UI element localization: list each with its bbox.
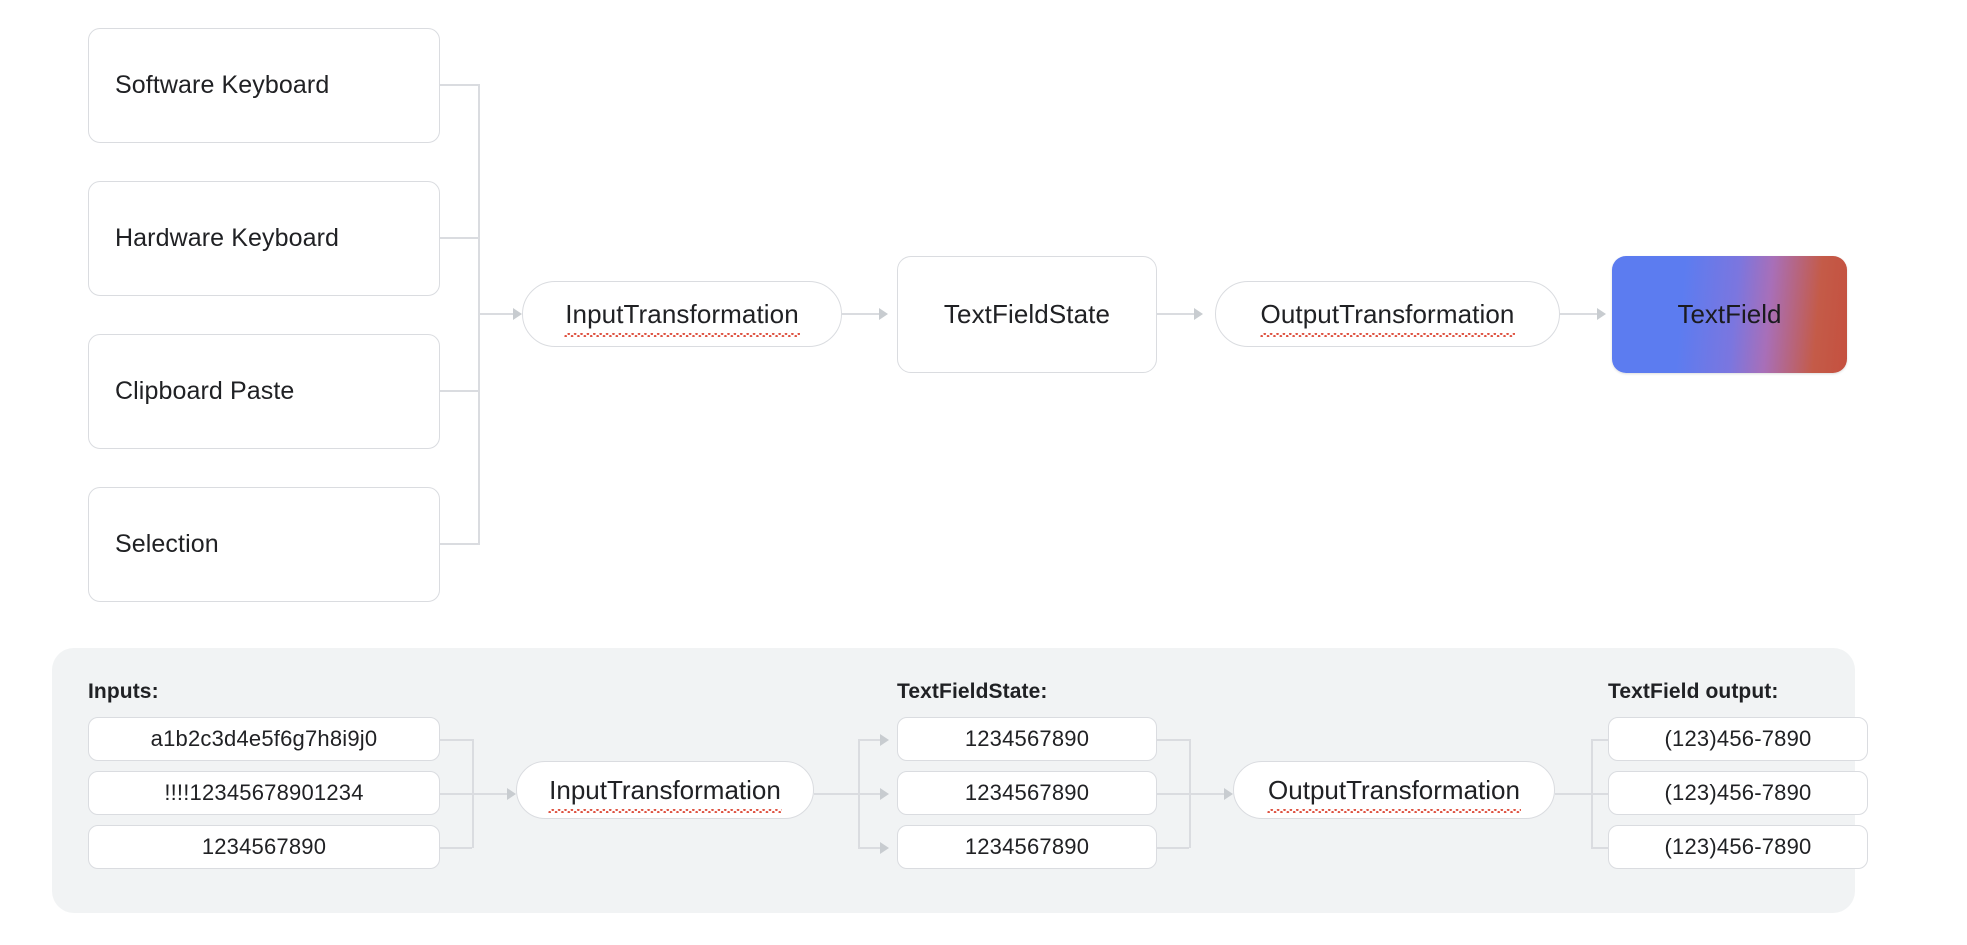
output-value-box[interactable]: (123)456-7890 xyxy=(1608,771,1868,815)
connector-state-1-stub xyxy=(1157,739,1189,741)
output-value-box[interactable]: (123)456-7890 xyxy=(1608,825,1868,869)
arrowhead-panel-to-output-transformation xyxy=(1224,788,1233,800)
connector-to-output-1 xyxy=(1591,739,1611,741)
source-node-clipboard-paste[interactable]: Clipboard Paste xyxy=(88,334,440,449)
connector-state-fanin-to-transform xyxy=(1189,793,1229,795)
state-value-box[interactable]: 1234567890 xyxy=(897,771,1157,815)
connector-to-output-2 xyxy=(1591,793,1611,795)
connector-source-2 xyxy=(440,237,478,239)
connector-to-output-3 xyxy=(1591,847,1611,849)
arrowhead-panel-to-input-transformation xyxy=(507,788,516,800)
connector-input-2-stub xyxy=(440,793,472,795)
arrowhead-to-state-3 xyxy=(880,842,889,854)
connector-to-state-3 xyxy=(858,847,882,849)
state-value-text: 1234567890 xyxy=(964,726,1090,751)
arrowhead-to-state-2 xyxy=(880,788,889,800)
column-label-textfield-output: TextField output: xyxy=(1608,680,1779,703)
column-label-textfieldstate: TextFieldState: xyxy=(897,680,1048,703)
connector-source-3 xyxy=(440,390,478,392)
connector-bus-to-input-transformation xyxy=(478,313,518,315)
source-node-software-keyboard[interactable]: Software Keyboard xyxy=(88,28,440,143)
state-value-text: 1234567890 xyxy=(964,834,1090,859)
connector-transform-out-stub xyxy=(814,793,858,795)
output-value-text: (123)456-7890 xyxy=(1664,726,1812,751)
input-value-text: !!!!12345678901234 xyxy=(164,780,364,805)
pipeline-node-label: TextFieldState xyxy=(943,299,1111,329)
pipeline-node-textfield[interactable]: TextField xyxy=(1612,256,1847,373)
arrowhead-to-textfieldstate xyxy=(879,308,888,320)
input-value-box[interactable]: !!!!12345678901234 xyxy=(88,771,440,815)
connector-source-1 xyxy=(440,84,478,86)
state-value-box[interactable]: 1234567890 xyxy=(897,825,1157,869)
pipeline-node-input-transformation[interactable]: InputTransformation xyxy=(522,281,842,347)
connector-input-fanin-to-transform xyxy=(472,793,512,795)
arrowhead-to-input-transformation xyxy=(513,308,522,320)
connector-state-2-stub xyxy=(1157,793,1189,795)
state-value-text: 1234567890 xyxy=(964,780,1090,805)
column-label-inputs: Inputs: xyxy=(88,680,159,703)
input-value-text: 1234567890 xyxy=(201,834,327,859)
source-node-label: Software Keyboard xyxy=(115,71,330,99)
panel-node-label: InputTransformation xyxy=(548,774,782,813)
panel-node-output-transformation[interactable]: OutputTransformation xyxy=(1233,761,1555,819)
connector-to-state-2 xyxy=(858,793,882,795)
connector-source-bus xyxy=(478,84,480,545)
source-node-label: Selection xyxy=(115,530,219,558)
connector-input-1-stub xyxy=(440,739,472,741)
connector-to-state-1 xyxy=(858,739,882,741)
source-node-label: Clipboard Paste xyxy=(115,377,295,405)
connector-state-3-stub xyxy=(1157,847,1189,849)
connector-output-transformation-to-textfield xyxy=(1560,313,1602,315)
panel-node-input-transformation[interactable]: InputTransformation xyxy=(516,761,814,819)
source-node-hardware-keyboard[interactable]: Hardware Keyboard xyxy=(88,181,440,296)
source-node-selection[interactable]: Selection xyxy=(88,487,440,602)
input-value-box[interactable]: 1234567890 xyxy=(88,825,440,869)
source-node-label: Hardware Keyboard xyxy=(115,224,340,252)
arrowhead-to-state-1 xyxy=(880,734,889,746)
pipeline-node-output-transformation[interactable]: OutputTransformation xyxy=(1215,281,1560,347)
input-value-box[interactable]: a1b2c3d4e5f6g7h8i9j0 xyxy=(88,717,440,761)
connector-input-3-stub xyxy=(440,847,472,849)
connector-input-transformation-to-state xyxy=(842,313,884,315)
pipeline-node-label: InputTransformation xyxy=(564,298,800,337)
arrowhead-to-textfield xyxy=(1597,308,1606,320)
pipeline-node-label: TextField xyxy=(1677,299,1782,329)
connector-output-transform-stub xyxy=(1555,793,1591,795)
arrowhead-to-output-transformation xyxy=(1194,308,1203,320)
panel-node-label: OutputTransformation xyxy=(1267,774,1521,813)
connector-state-to-output-transformation xyxy=(1157,313,1199,315)
output-value-box[interactable]: (123)456-7890 xyxy=(1608,717,1868,761)
output-value-text: (123)456-7890 xyxy=(1664,834,1812,859)
pipeline-node-textfieldstate[interactable]: TextFieldState xyxy=(897,256,1157,373)
state-value-box[interactable]: 1234567890 xyxy=(897,717,1157,761)
input-value-text: a1b2c3d4e5f6g7h8i9j0 xyxy=(150,726,378,751)
pipeline-node-label: OutputTransformation xyxy=(1259,298,1516,337)
output-value-text: (123)456-7890 xyxy=(1664,780,1812,805)
connector-source-4 xyxy=(440,543,478,545)
